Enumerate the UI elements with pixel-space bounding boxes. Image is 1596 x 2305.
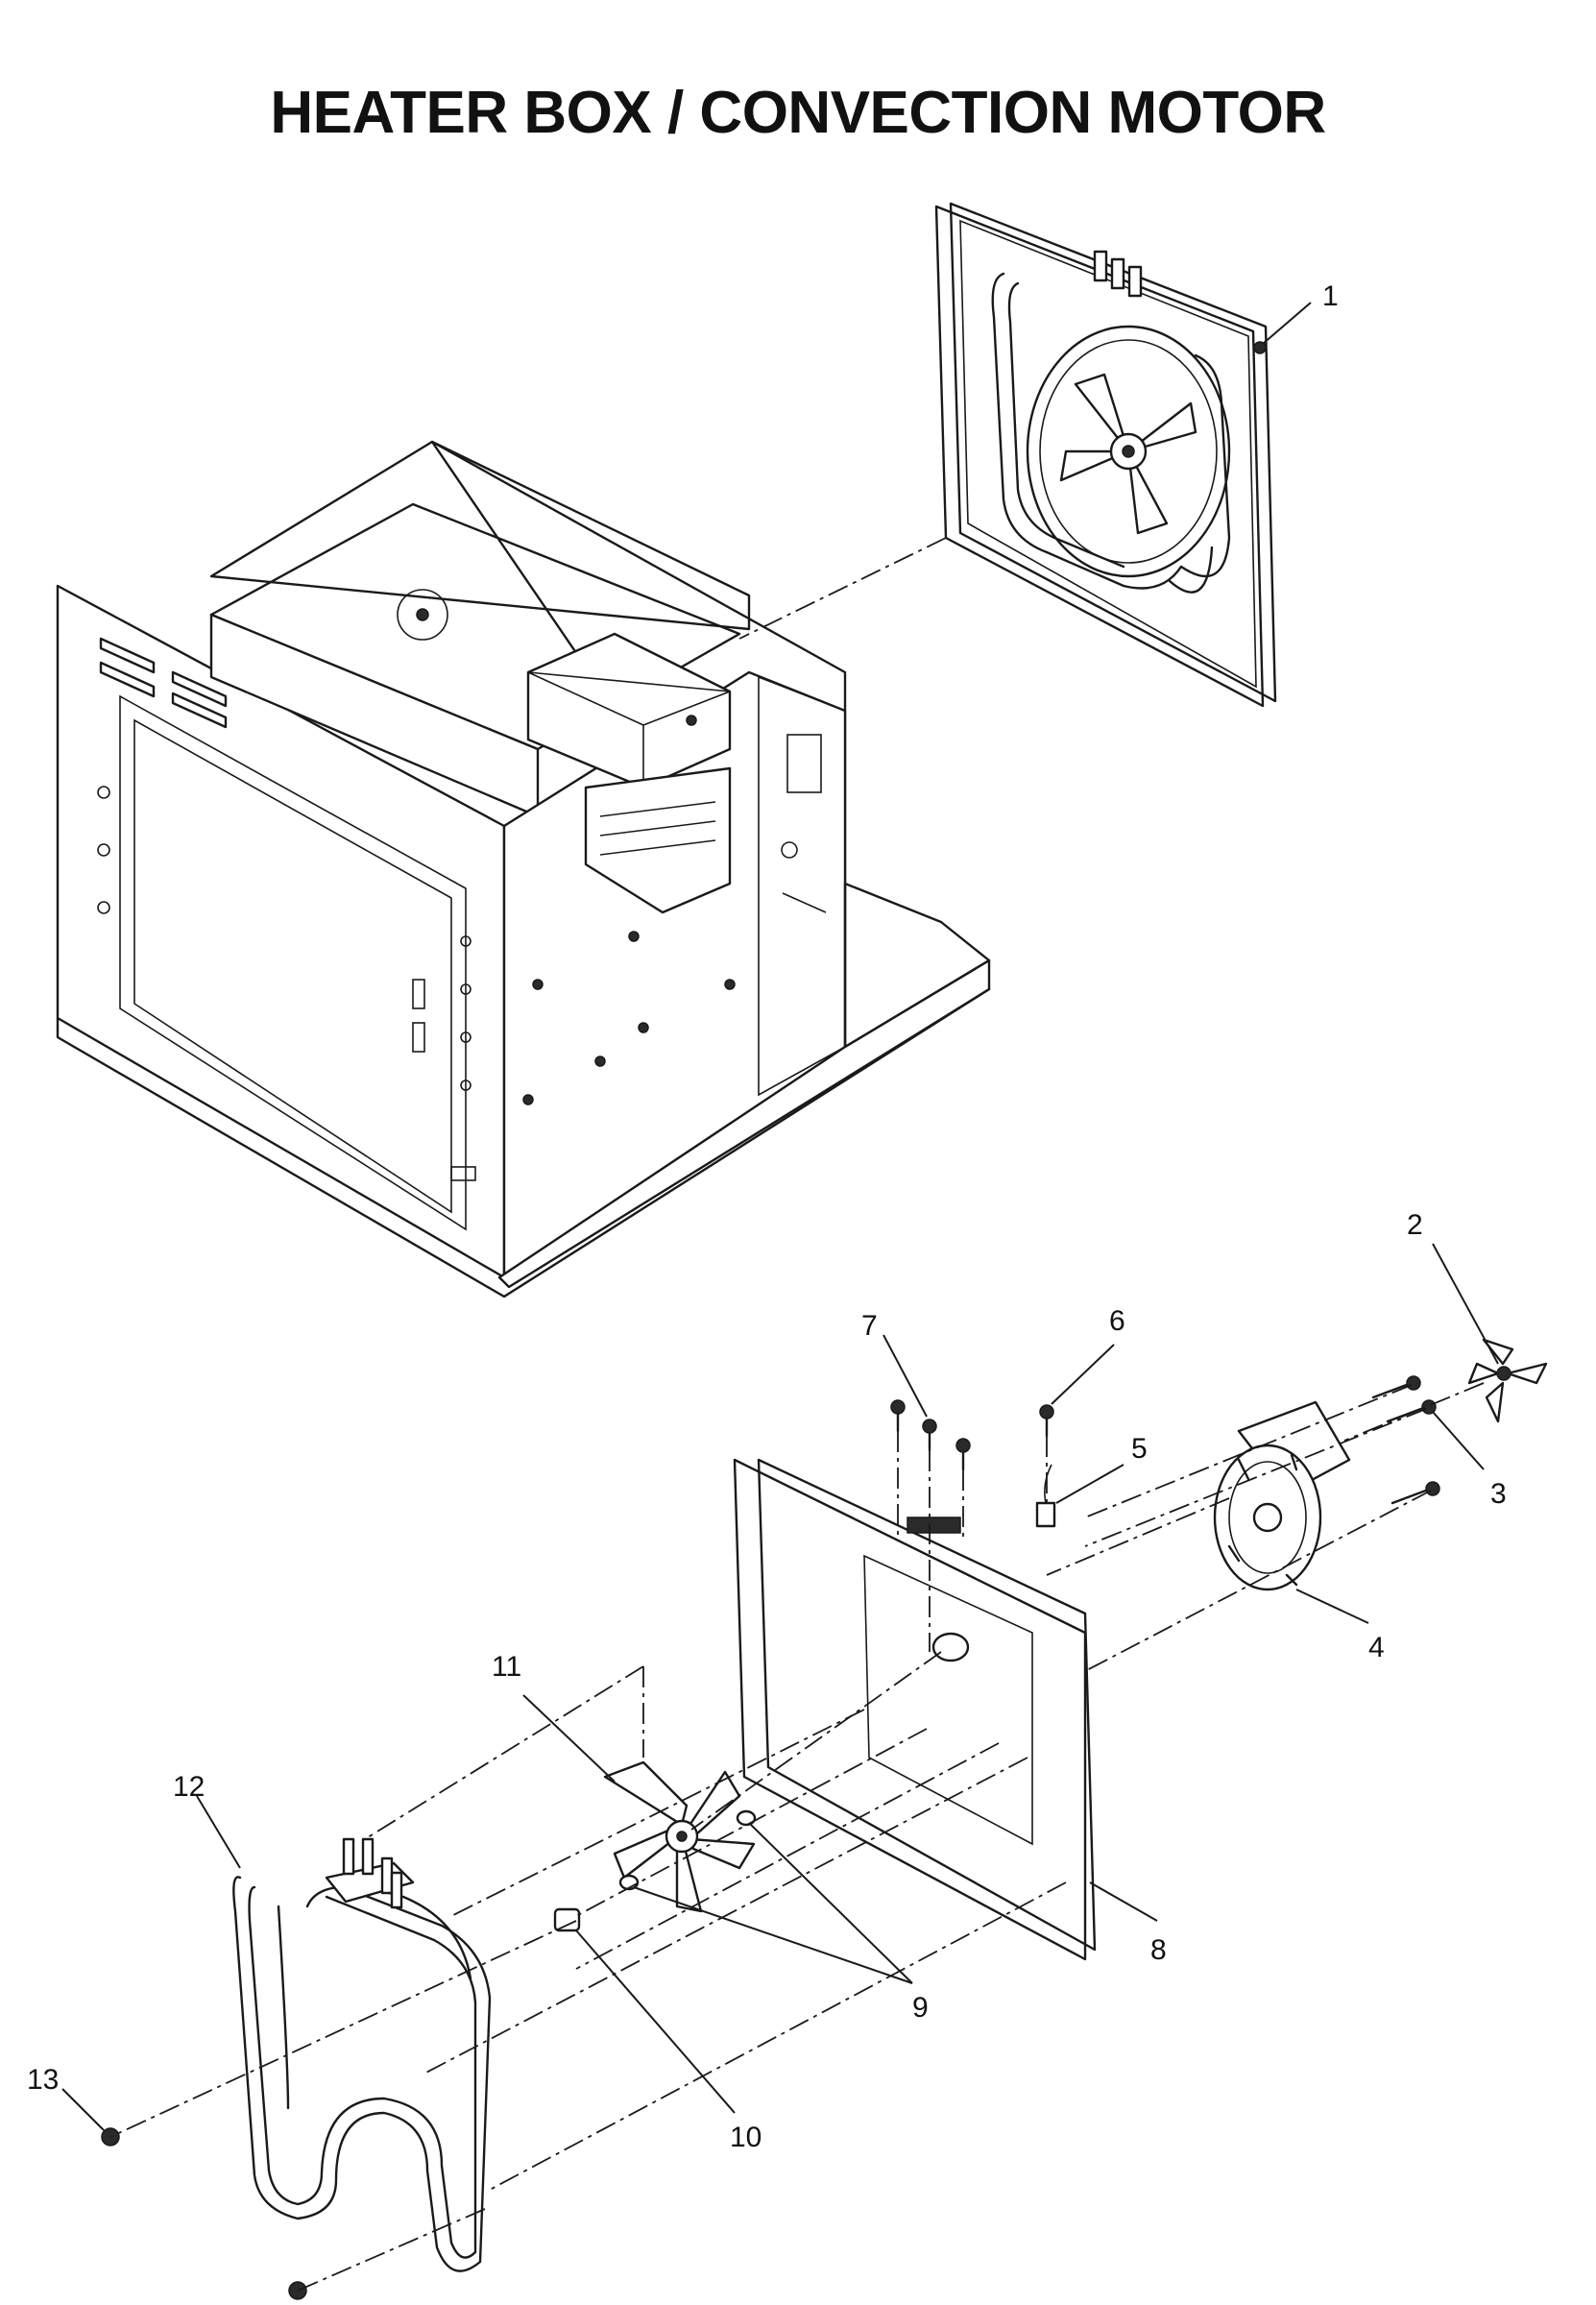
callout-7: 7	[861, 1310, 878, 1342]
heater-box-assembly	[934, 202, 1277, 708]
page-title: HEATER BOX / CONVECTION MOTOR	[270, 80, 1326, 146]
callout-labels: 1 2 3 4 5 6 7 8 9 10 11 12 13	[27, 280, 1507, 2153]
callout-5: 5	[1131, 1433, 1148, 1465]
element-screws	[101, 2127, 307, 2300]
washers-nut	[553, 1809, 757, 1932]
callout-6: 6	[1109, 1305, 1125, 1337]
callout-10: 10	[730, 2122, 762, 2153]
callout-11: 11	[492, 1651, 521, 1683]
callout-13: 13	[27, 2064, 59, 2096]
top-screws	[890, 1399, 1056, 1528]
convection-motor	[1213, 1375, 1440, 1591]
callout-3: 3	[1490, 1478, 1507, 1510]
callout-9: 9	[912, 1992, 929, 2024]
callout-2: 2	[1407, 1209, 1423, 1241]
motor-cooling-fan	[1467, 1338, 1548, 1423]
callout-12: 12	[173, 1771, 205, 1803]
callout-8: 8	[1150, 1934, 1167, 1966]
leader-lines	[61, 302, 1499, 2131]
heating-element	[232, 1837, 492, 2272]
callout-1: 1	[1322, 280, 1339, 312]
callout-4: 4	[1368, 1632, 1385, 1663]
back-panel	[733, 1458, 1097, 1961]
oven-cavity	[56, 440, 991, 1298]
explosion-lines	[109, 1382, 1485, 2292]
